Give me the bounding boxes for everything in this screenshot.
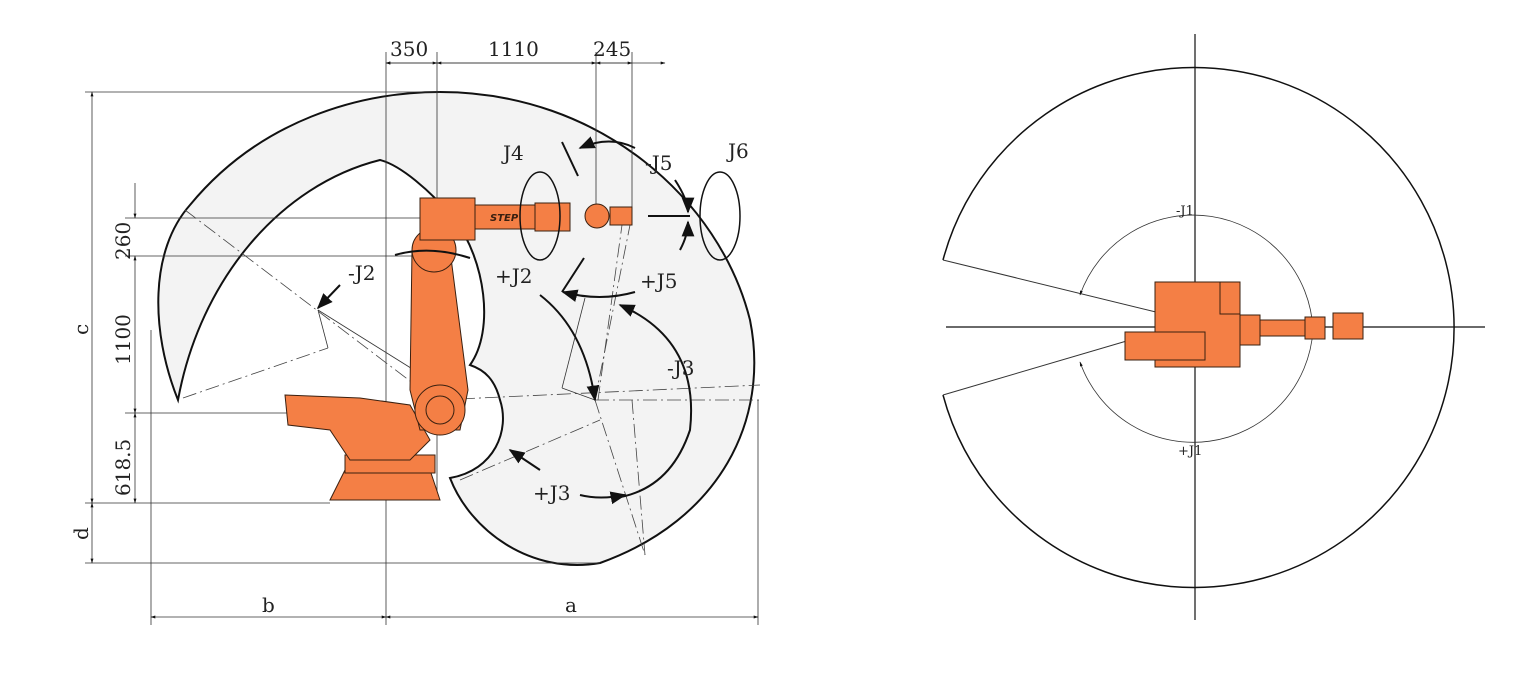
top-view: [942, 34, 1485, 620]
label-j5-pos: +J5: [640, 269, 678, 293]
dim-1110: 1110: [488, 37, 539, 61]
top-workspace-circle: [942, 66, 1455, 589]
dim-d: d: [69, 527, 93, 540]
label-j6: J6: [726, 139, 749, 163]
dim-245: 245: [593, 37, 631, 61]
label-j1-neg: -J1: [1176, 204, 1194, 219]
dim-350: 350: [390, 37, 428, 61]
dim-260: 260: [111, 222, 135, 260]
label-j1-pos: +J1: [1178, 444, 1202, 459]
dim-a: a: [565, 593, 577, 617]
dimension-lines: [85, 52, 759, 625]
dim-c: c: [69, 324, 93, 335]
label-j5-neg: -J5: [645, 151, 673, 175]
step-logo: STEP: [490, 213, 519, 224]
dim-b: b: [262, 593, 275, 617]
joint-arrows: [316, 136, 741, 505]
label-j2-pos: +J2: [495, 264, 533, 288]
label-j3-neg: -J3: [667, 356, 695, 380]
label-j4: J4: [501, 141, 524, 165]
label-j2-neg: -J2: [348, 261, 376, 285]
label-j3-pos: +J3: [533, 481, 571, 505]
dim-1100: 1100: [111, 314, 135, 365]
dim-618-5: 618.5: [111, 439, 135, 496]
robot-side-view: STEP: [284, 197, 633, 501]
